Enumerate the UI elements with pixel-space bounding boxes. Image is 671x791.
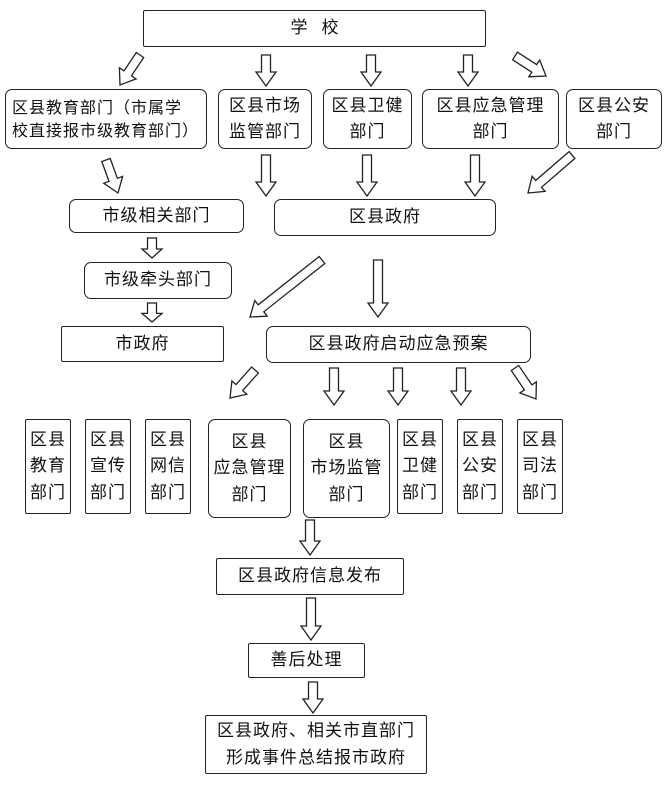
node-county-market: 区县 市场监管 部门 [303,419,390,518]
node-county-emergency: 区县 应急管理 部门 [208,419,291,518]
arrow-plan-to-market [386,367,410,407]
node-county-market-supervision: 区县市场 监管部门 [218,89,312,149]
node-aftermath: 善后处理 [248,643,365,678]
node-event-summary: 区县政府、相关市直部门 形成事件总结报市政府 [205,715,427,774]
arrow-market-to-info [298,519,322,557]
node-county-emergency-management: 区县应急管理 部门 [422,89,559,149]
node-city-lead-dept: 市级牵头部门 [84,262,232,299]
node-info-release: 区县政府信息发布 [216,558,404,595]
node-county-cyberspace: 区县 网信 部门 [145,419,191,514]
arrow-plan-to-justice [510,364,538,400]
arrow-police-to-county-gov [527,150,576,194]
arrow-county-gov-to-city-gov [249,255,326,318]
arrow-city-related-to-lead [140,237,164,259]
node-county-health: 区县卫健 部门 [323,89,412,149]
arrow-school-to-edu [118,51,145,86]
arrow-info-to-aftermath [299,597,323,642]
node-county-police: 区县公安 部门 [566,89,662,149]
node-county-justice: 区县 司法 部门 [517,419,563,514]
node-emergency-plan: 区县政府启动应急预案 [266,326,531,363]
arrow-market-to-county-gov [254,154,278,198]
node-county-police-2: 区县 公安 部门 [457,419,503,514]
node-school: 学校 [143,10,486,47]
arrow-school-to-emergency [456,54,480,88]
arrow-aftermath-to-summary [301,681,325,715]
node-county-government: 区县政府 [274,199,496,236]
arrow-emerg-to-county-gov [463,154,487,198]
arrow-county-gov-to-plan [366,259,390,319]
arrow-plan-to-emergency [322,367,346,407]
node-city-related-depts: 市级相关部门 [69,199,244,233]
node-county-propaganda: 区县 宣传 部门 [85,419,131,514]
arrow-plan-to-health [449,367,473,407]
arrow-health-to-county-gov [355,154,379,198]
node-county-education-dept: 区县教育部门（市属学 校直接报市级教育部门） [5,89,207,149]
node-county-health-2: 区县 卫健 部门 [397,419,443,514]
arrow-plan-to-education [229,366,260,399]
node-county-education: 区县 教育 部门 [25,419,71,514]
arrow-lead-to-city-gov [140,302,164,323]
arrow-school-to-health [359,54,383,88]
arrow-school-to-market [254,54,278,88]
arrow-edu-to-city-related [100,157,124,195]
node-city-government: 市政府 [61,326,224,362]
arrow-school-to-police [511,51,547,78]
